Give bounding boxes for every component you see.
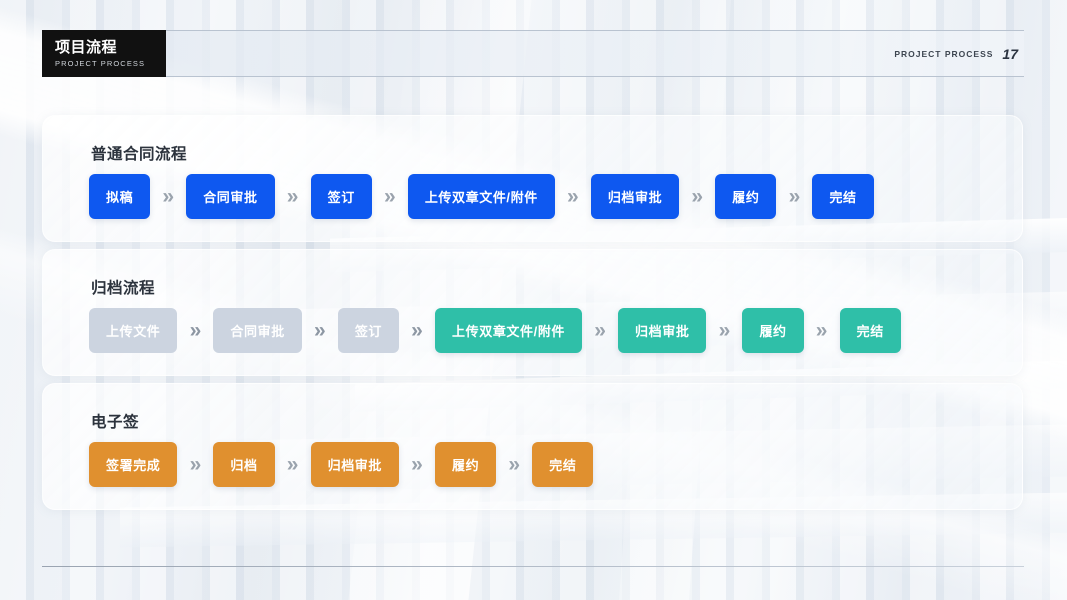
process-card-archive: 归档流程 上传文件 » 合同审批 » 签订 » 上传双章文件/附件 » 归档审批 » 履约 » 完结: [42, 249, 1023, 376]
step-list: 拟稿 » 合同审批 » 签订 » 上传双章文件/附件 » 归档审批 » 履约 » 完结: [89, 174, 874, 219]
chevron-right-icon: »: [189, 453, 202, 476]
step-list: 签署完成 » 归档 » 归档审批 » 履约 » 完结: [89, 442, 594, 487]
slide-header: 项目流程 PROJECT PROCESS PROJECT PROCESS 17: [42, 30, 1024, 77]
process-step[interactable]: 履约: [715, 174, 777, 219]
process-step[interactable]: 完结: [532, 442, 594, 487]
process-step[interactable]: 签署完成: [89, 442, 178, 487]
page-title: 项目流程: [55, 38, 118, 56]
chevron-right-icon: »: [411, 319, 423, 342]
process-step[interactable]: 归档审批: [310, 442, 400, 487]
chevron-right-icon: »: [313, 319, 326, 342]
process-step[interactable]: 上传文件: [89, 308, 178, 353]
page-number: 17: [1002, 45, 1018, 62]
header-rule-bar: [42, 30, 1024, 77]
chevron-right-icon: »: [594, 319, 606, 342]
chevron-right-icon: »: [815, 319, 828, 342]
process-card-ordinary-contract: 普通合同流程 拟稿 » 合同审批 » 签订 » 上传双章文件/附件 » 归档审批 » 履约 » 完结: [42, 115, 1023, 242]
chevron-right-icon: »: [788, 185, 801, 208]
chevron-right-icon: »: [286, 453, 299, 476]
process-step[interactable]: 归档: [213, 442, 275, 487]
title-badge: 项目流程 PROJECT PROCESS: [42, 30, 166, 77]
chevron-right-icon: »: [411, 453, 423, 476]
process-step[interactable]: 完结: [839, 308, 901, 353]
chevron-right-icon: »: [718, 319, 731, 342]
chevron-right-icon: »: [508, 453, 521, 476]
process-card-esign: 电子签 签署完成 » 归档 » 归档审批 » 履约 » 完结: [42, 383, 1023, 510]
process-step[interactable]: 履约: [742, 308, 804, 353]
chevron-right-icon: »: [286, 185, 299, 208]
step-list: 上传文件 » 合同审批 » 签订 » 上传双章文件/附件 » 归档审批 » 履约 » 完结: [89, 308, 901, 353]
process-step[interactable]: 签订: [337, 308, 400, 353]
chevron-right-icon: »: [383, 185, 396, 208]
card-title: 普通合同流程: [91, 146, 188, 163]
process-step[interactable]: 合同审批: [186, 174, 275, 219]
chevron-right-icon: »: [566, 185, 579, 208]
process-step[interactable]: 完结: [812, 174, 874, 219]
process-step[interactable]: 合同审批: [213, 308, 302, 353]
page-subtitle: PROJECT PROCESS: [55, 59, 146, 69]
chevron-right-icon: »: [691, 185, 704, 208]
card-title: 归档流程: [91, 280, 156, 297]
card-title: 电子签: [91, 414, 140, 431]
header-meta: PROJECT PROCESS 17: [894, 30, 1018, 77]
process-step[interactable]: 签订: [310, 174, 372, 219]
process-step[interactable]: 归档审批: [590, 174, 680, 219]
header-section-label: PROJECT PROCESS: [894, 48, 994, 59]
process-step[interactable]: 上传双章文件/附件: [407, 174, 555, 219]
chevron-right-icon: »: [189, 319, 202, 342]
process-step[interactable]: 履约: [435, 442, 497, 487]
chevron-right-icon: »: [162, 185, 175, 208]
process-step[interactable]: 拟稿: [89, 174, 151, 219]
footer-divider: [42, 566, 1024, 567]
process-step[interactable]: 归档审批: [618, 308, 707, 353]
process-step[interactable]: 上传双章文件/附件: [435, 308, 583, 353]
